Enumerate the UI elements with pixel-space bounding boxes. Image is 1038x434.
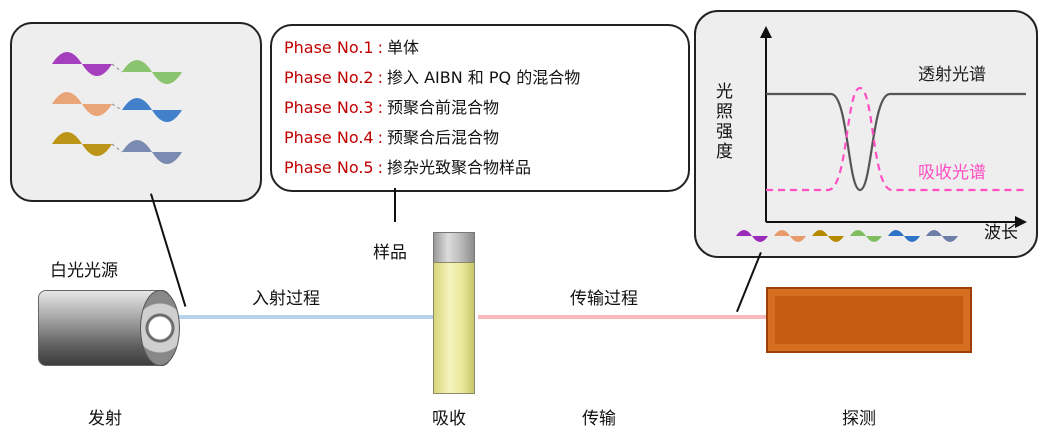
wave-packet-icon <box>52 52 112 76</box>
phase-list-panel: Phase No.1:单体 Phase No.2:掺入 AIBN 和 PQ 的混… <box>270 24 690 192</box>
phase-row: Phase No.3:预聚合前混合物 <box>284 94 499 118</box>
transmission-process-label: 传输过程 <box>570 289 638 309</box>
phase-description: 预聚合前混合物 <box>387 98 500 117</box>
phase-row: Phase No.2:掺入 AIBN 和 PQ 的混合物 <box>284 64 580 88</box>
wave-packet-icon <box>812 230 844 242</box>
transmission-curve <box>766 92 1026 192</box>
wave-packet-icon <box>736 230 768 242</box>
phase-key: Phase No.3 <box>284 98 374 117</box>
absorption-curve <box>766 86 1026 192</box>
detector <box>766 287 972 353</box>
phase-description: 单体 <box>387 38 420 57</box>
sample-label: 样品 <box>373 243 407 263</box>
phase-separator: : <box>377 38 383 57</box>
phase-row: Phase No.5:掺杂光致聚合物样品 <box>284 154 531 178</box>
x-axis-arrow-icon <box>1015 216 1027 228</box>
wave-packet-icon <box>52 132 112 156</box>
y-axis-arrow-icon <box>760 26 772 38</box>
phase-key: Phase No.2 <box>284 68 374 87</box>
light-source-inset <box>10 22 262 202</box>
wave-packet-icon <box>122 140 182 164</box>
phase-separator: : <box>377 98 383 117</box>
phase-key: Phase No.1 <box>284 38 374 57</box>
light-source-label: 白光光源 <box>50 261 118 281</box>
wave-packet-icon <box>52 92 112 116</box>
phase-description: 掺入 AIBN 和 PQ 的混合物 <box>387 68 581 87</box>
transmitted-beam <box>478 315 768 319</box>
light-source-aperture <box>140 290 180 366</box>
phase-key: Phase No.5 <box>284 158 374 177</box>
absorption-spectrum-label: 吸收光谱 <box>918 163 986 183</box>
wave-packet-icon <box>850 230 882 242</box>
wavelength-axis-label: 波长 <box>984 223 1018 243</box>
sample-cuvette <box>433 262 475 394</box>
wave-packet-icon <box>774 230 806 242</box>
transmission-stage-label: 传输 <box>582 409 616 429</box>
spectrum-plot <box>736 26 1027 242</box>
spectrum-inset: 光照强度 透射光谱 吸收光谱 波长 <box>694 10 1038 258</box>
phase-separator: : <box>377 128 383 147</box>
detection-stage-label: 探测 <box>842 409 876 429</box>
emission-stage-label: 发射 <box>88 409 122 429</box>
cuvette-cap <box>433 232 475 264</box>
incident-beam <box>168 315 436 319</box>
wave-packets-illustration <box>52 52 182 164</box>
wave-packet-icon <box>888 230 920 242</box>
wave-packet-icon <box>122 60 182 84</box>
phase-description: 掺杂光致聚合物样品 <box>387 158 532 177</box>
transmission-spectrum-label: 透射光谱 <box>918 65 986 85</box>
phase-row: Phase No.4:预聚合后混合物 <box>284 124 499 148</box>
incident-process-label: 入射过程 <box>252 289 320 309</box>
intensity-axis-label: 光照强度 <box>716 82 733 162</box>
wave-packet-icon <box>122 98 182 122</box>
phase-row: Phase No.1:单体 <box>284 34 419 58</box>
phase-separator: : <box>377 68 383 87</box>
phase-description: 预聚合后混合物 <box>387 128 500 147</box>
phase-separator: : <box>377 158 383 177</box>
detector-connector-line <box>736 252 762 313</box>
wave-packet-icon <box>926 230 958 242</box>
phase-key: Phase No.4 <box>284 128 374 147</box>
sample-connector-line <box>394 188 396 222</box>
absorption-stage-label: 吸收 <box>432 409 466 429</box>
